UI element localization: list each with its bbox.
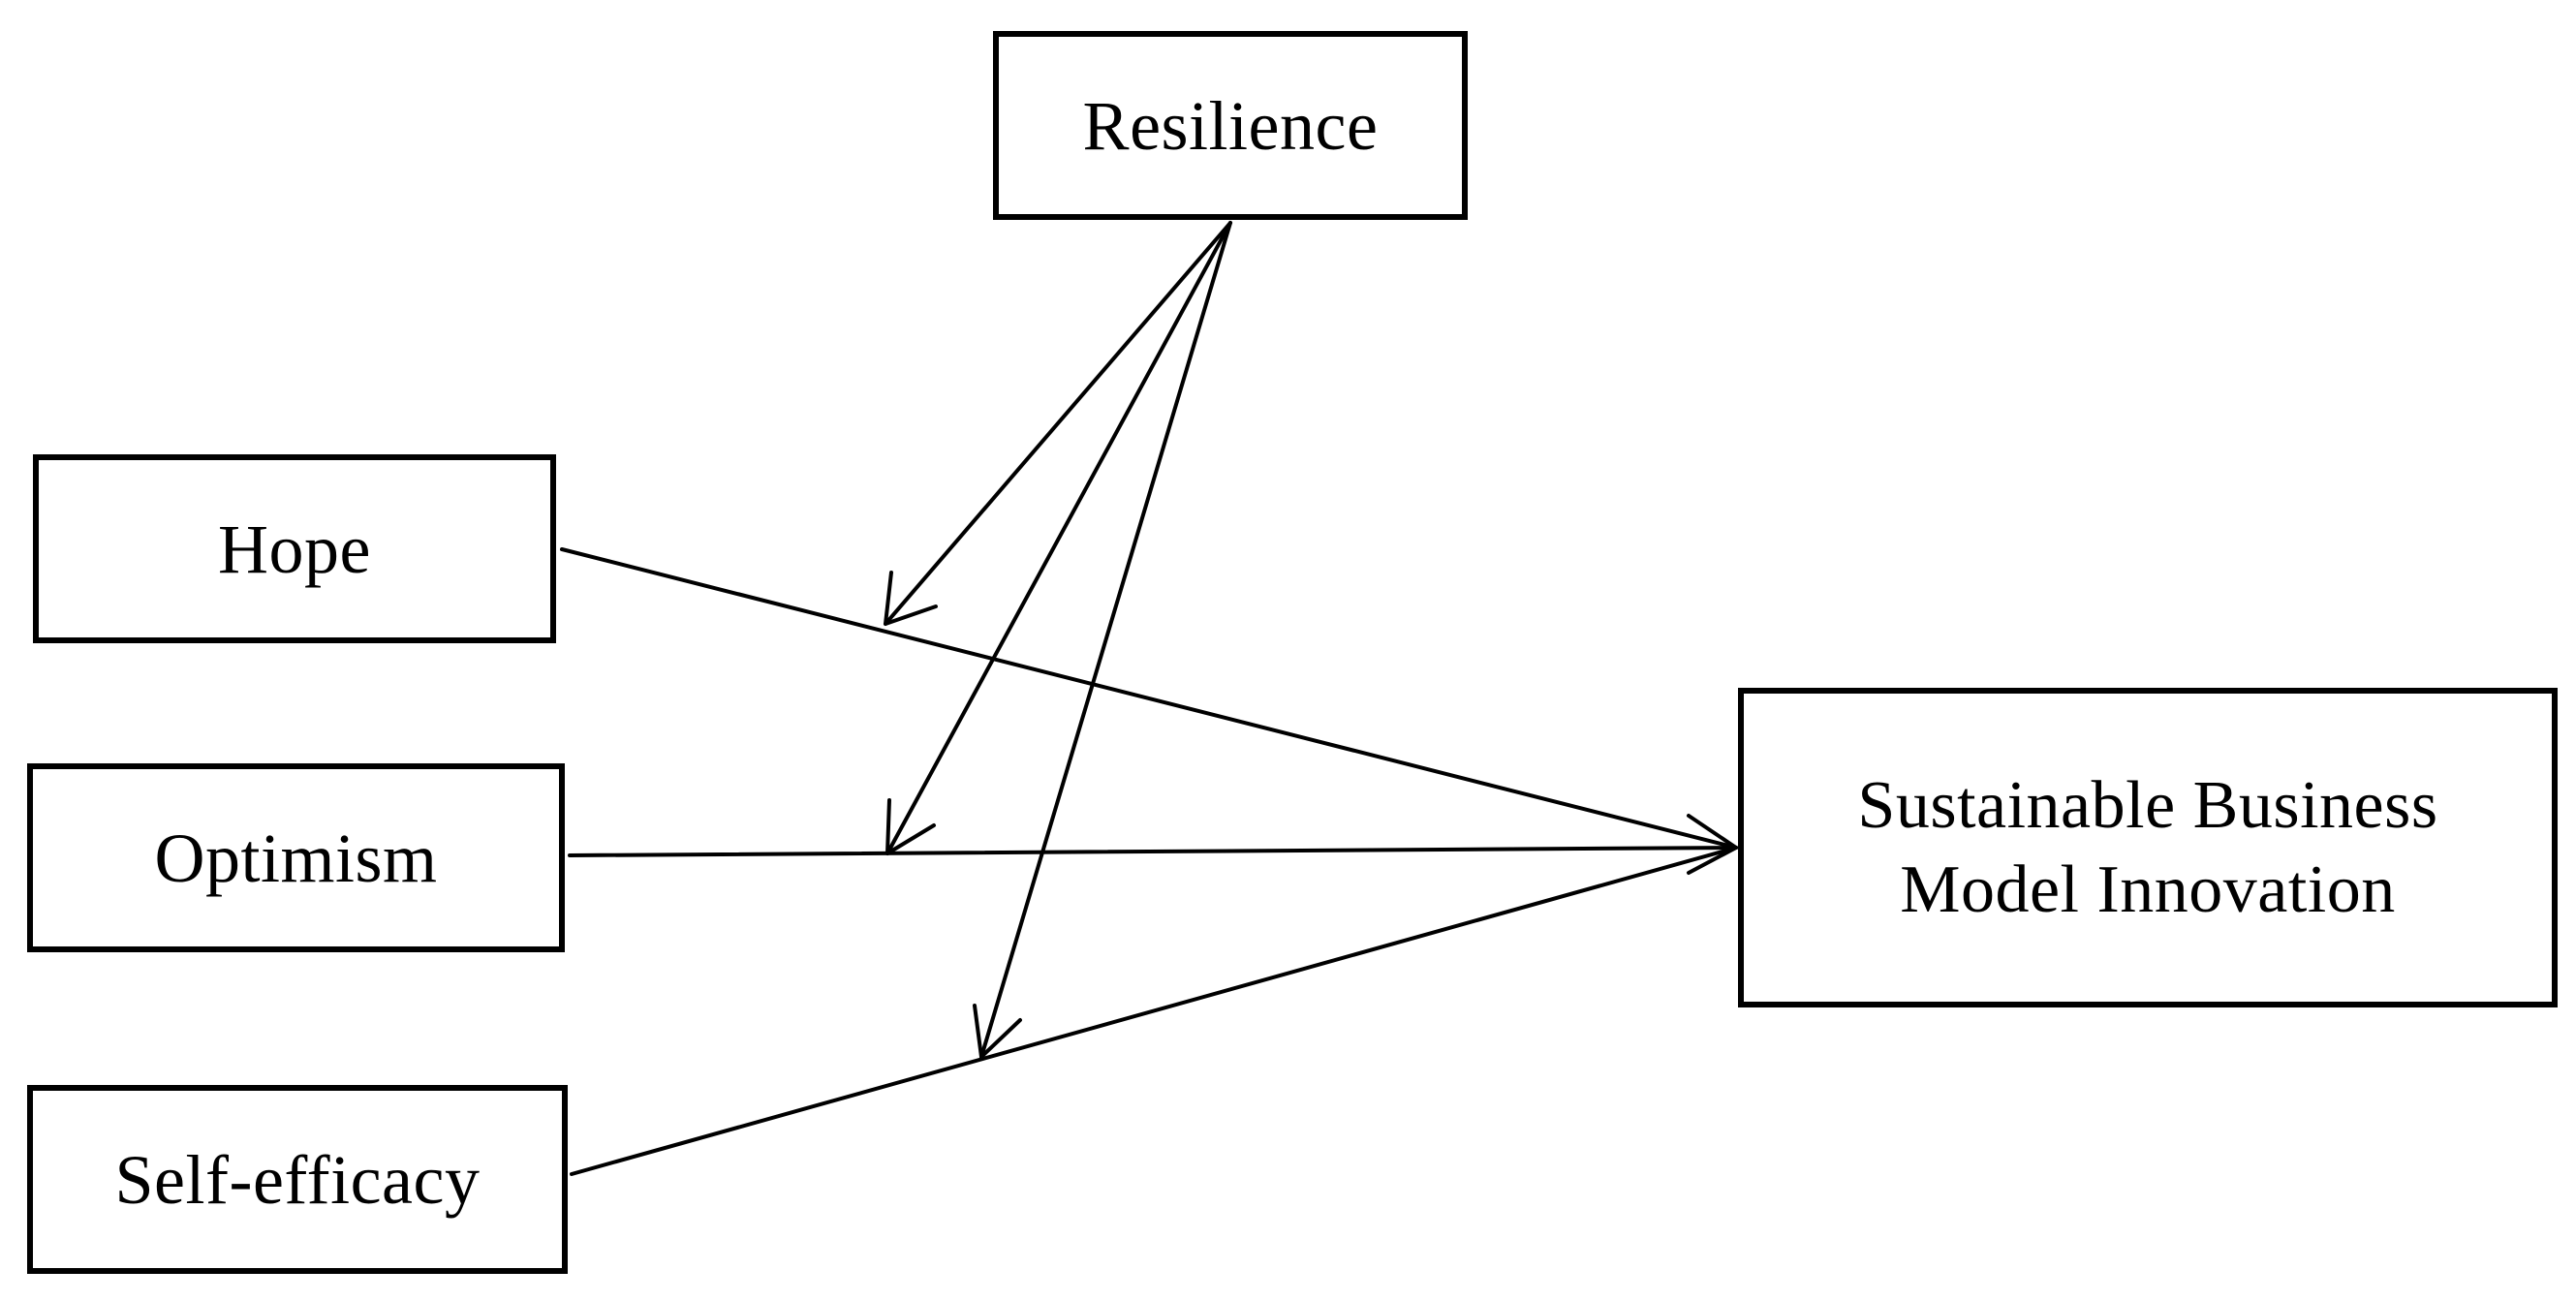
hope-label: Hope <box>218 510 371 588</box>
moderation-arrow-hope-path <box>884 221 1232 626</box>
arrow-optimism-to-outcome <box>568 846 1738 857</box>
moderation-arrowhead-optimism-icon <box>885 798 936 855</box>
sustainable-business-model-innovation-label: Sustainable Business Model Innovation <box>1857 767 2438 928</box>
sustainable-business-model-innovation-box: Sustainable Business Model Innovation <box>1738 688 2558 1007</box>
self-efficacy-box: Self-efficacy <box>27 1085 568 1274</box>
arrow-selfefficacy-to-outcome <box>570 846 1738 1176</box>
moderation-arrowhead-selfefficacy-icon <box>973 1004 1022 1059</box>
resilience-box: Resilience <box>993 31 1468 220</box>
hope-box: Hope <box>33 454 556 643</box>
resilience-label: Resilience <box>1082 86 1379 165</box>
moderation-arrow-selfefficacy-path <box>979 221 1232 1059</box>
arrowhead-outcome-icon <box>1687 814 1738 875</box>
optimism-box: Optimism <box>27 763 565 952</box>
moderation-arrowhead-hope-icon <box>884 571 938 626</box>
optimism-label: Optimism <box>154 819 438 897</box>
self-efficacy-label: Self-efficacy <box>114 1140 481 1219</box>
arrow-hope-to-outcome <box>560 547 1738 850</box>
moderation-arrow-optimism-path <box>885 221 1232 855</box>
